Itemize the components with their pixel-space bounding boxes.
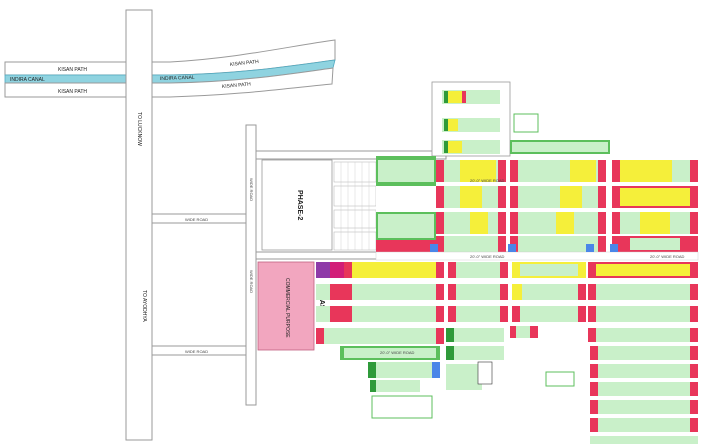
kisan-path-label-3: KISAN PATH <box>58 89 87 95</box>
indira-canal-label-2: INDIRA CANAL <box>160 75 195 82</box>
commercial-label: COMMERCIAL PURPOSE <box>284 278 290 338</box>
service-strip <box>375 244 699 261</box>
road-label-3: 20'-0" WIDE ROAD <box>650 254 685 259</box>
phase-2-outline <box>261 159 333 251</box>
main-highway: TO LUCKNOW TO AYODHYA <box>125 9 153 441</box>
highway-road <box>125 9 153 441</box>
phase-1-plots <box>316 262 444 344</box>
phase-1-east-plots <box>588 262 698 342</box>
wide-road-label-1: WIDE ROAD <box>185 217 208 222</box>
north-wing <box>431 81 539 157</box>
to-ayodhya-label: TO AYODHYA <box>141 290 147 322</box>
plot-rows-central <box>436 160 506 252</box>
commercial-block <box>257 261 315 351</box>
indira-canal-label-1: INDIRA CANAL <box>10 77 45 83</box>
phase-1-center-plots <box>448 262 586 322</box>
phase-1-label: PHASE-1 <box>318 290 325 320</box>
wide-road-label-2: WIDE ROAD <box>185 349 208 354</box>
southeast-rows <box>590 346 698 444</box>
kisan-path-lower <box>4 67 334 98</box>
road-label-2: 20'-0" WIDE ROAD <box>470 254 505 259</box>
kisan-path-label-4: KISAN PATH <box>222 81 252 90</box>
kisan-path-canal-band: KISAN PATH KISAN PATH INDIRA CANAL INDIR… <box>4 39 336 98</box>
phase-2-grid-lines <box>340 162 370 250</box>
plot-rows-far-east <box>612 160 698 252</box>
plot-rows-east <box>510 140 610 252</box>
wide-road-label-4: WIDE ROAD <box>249 270 254 293</box>
southern-cluster <box>340 326 575 419</box>
road-v-secondary <box>245 124 257 406</box>
kisan-path-label-2: KISAN PATH <box>230 59 260 68</box>
kisan-path-label-1: KISAN PATH <box>58 67 87 73</box>
wide-road-label-3: WIDE ROAD <box>249 178 254 201</box>
upper-residential <box>376 156 436 252</box>
phase-2-area: PHASE-2 <box>261 159 333 251</box>
to-lucknow-label: TO LUCKNOW <box>136 112 142 146</box>
road-label-1: 20'-0" WIDE ROAD <box>470 178 505 183</box>
road-label-4: 20'-0" WIDE ROAD <box>380 350 415 355</box>
commercial-area: COMMERCIAL PURPOSE PHASE-1 <box>257 261 325 351</box>
phase-2-label: PHASE-2 <box>296 190 303 220</box>
